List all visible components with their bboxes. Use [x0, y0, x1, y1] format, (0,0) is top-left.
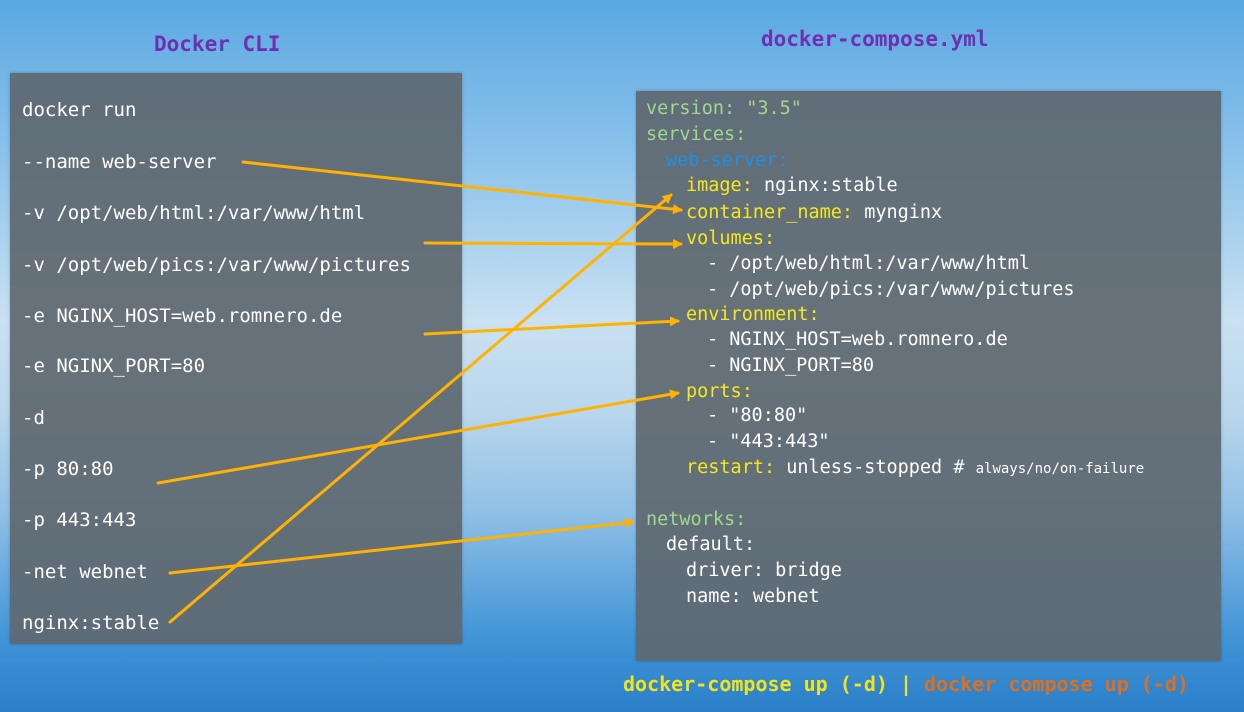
cli-line-detach: -d: [22, 407, 45, 429]
yaml-networks-key: networks:: [646, 509, 747, 530]
yaml-env-2: - NGINX_PORT=80: [707, 355, 875, 376]
yaml-port-1: - "80:80": [707, 405, 808, 426]
cli-line-port-80: -p 80:80: [22, 458, 114, 480]
yaml-ports-key: ports:: [686, 381, 753, 402]
yaml-restart-key: restart:: [686, 457, 776, 478]
cli-heading: Docker CLI: [154, 32, 281, 56]
cli-line-volume-pics: -v /opt/web/pics:/var/www/pictures: [22, 254, 411, 276]
footer-compose-v1: docker-compose up (-d): [623, 672, 888, 696]
yaml-service-name: web-server:: [666, 150, 789, 171]
yaml-container-value: mynginx: [864, 202, 943, 223]
yaml-container-key: container_name:: [686, 202, 854, 223]
footer-separator: |: [887, 672, 925, 696]
cli-line-docker-run: docker run: [22, 99, 137, 121]
yaml-network-name: name: webnet: [686, 586, 820, 607]
yaml-env-1: - NGINX_HOST=web.romnero.de: [707, 329, 1008, 350]
yaml-default-key: default:: [666, 534, 756, 555]
cli-line-net: -net webnet: [22, 561, 148, 583]
yaml-volume-1: - /opt/web/html:/var/www/html: [707, 253, 1031, 274]
yaml-version-key: version:: [646, 98, 736, 119]
yaml-image: image: nginx:stable: [686, 175, 898, 197]
cli-line-env-host: -e NGINX_HOST=web.romnero.de: [22, 305, 343, 327]
yaml-image-value: nginx:stable: [763, 175, 898, 196]
yaml-container-name: container_name: mynginx: [686, 202, 942, 224]
yaml-volume-2: - /opt/web/pics:/var/www/pictures: [707, 279, 1075, 300]
yaml-services-key: services:: [646, 124, 747, 145]
cli-line-volume-html: -v /opt/web/html:/var/www/html: [22, 202, 366, 224]
compose-file-panel: [636, 91, 1221, 661]
footer-compose-v2: docker compose up (-d): [924, 672, 1189, 696]
yaml-restart-value: unless-stopped: [786, 457, 943, 478]
yaml-image-key: image:: [686, 175, 753, 196]
yaml-version: version: "3.5": [646, 98, 802, 120]
yaml-version-value: "3.5": [746, 98, 802, 119]
yaml-driver: driver: bridge: [686, 560, 842, 581]
cli-line-image: nginx:stable: [22, 612, 160, 634]
cli-line-name: --name web-server: [22, 151, 217, 173]
yaml-restart: restart: unless-stopped # always/no/on-f…: [686, 457, 1144, 480]
yaml-volumes-key: volumes:: [686, 228, 776, 249]
compose-heading: docker-compose.yml: [761, 27, 989, 51]
cli-line-port-443: -p 443:443: [22, 509, 137, 531]
footer-command: docker-compose up (-d) | docker compose …: [623, 672, 1189, 696]
yaml-environment-key: environment:: [686, 304, 820, 325]
yaml-restart-hash: #: [953, 457, 965, 478]
yaml-restart-comment: always/no/on-failure: [975, 461, 1145, 477]
cli-line-env-port: -e NGINX_PORT=80: [22, 355, 206, 377]
yaml-port-2: - "443:443": [707, 431, 830, 452]
